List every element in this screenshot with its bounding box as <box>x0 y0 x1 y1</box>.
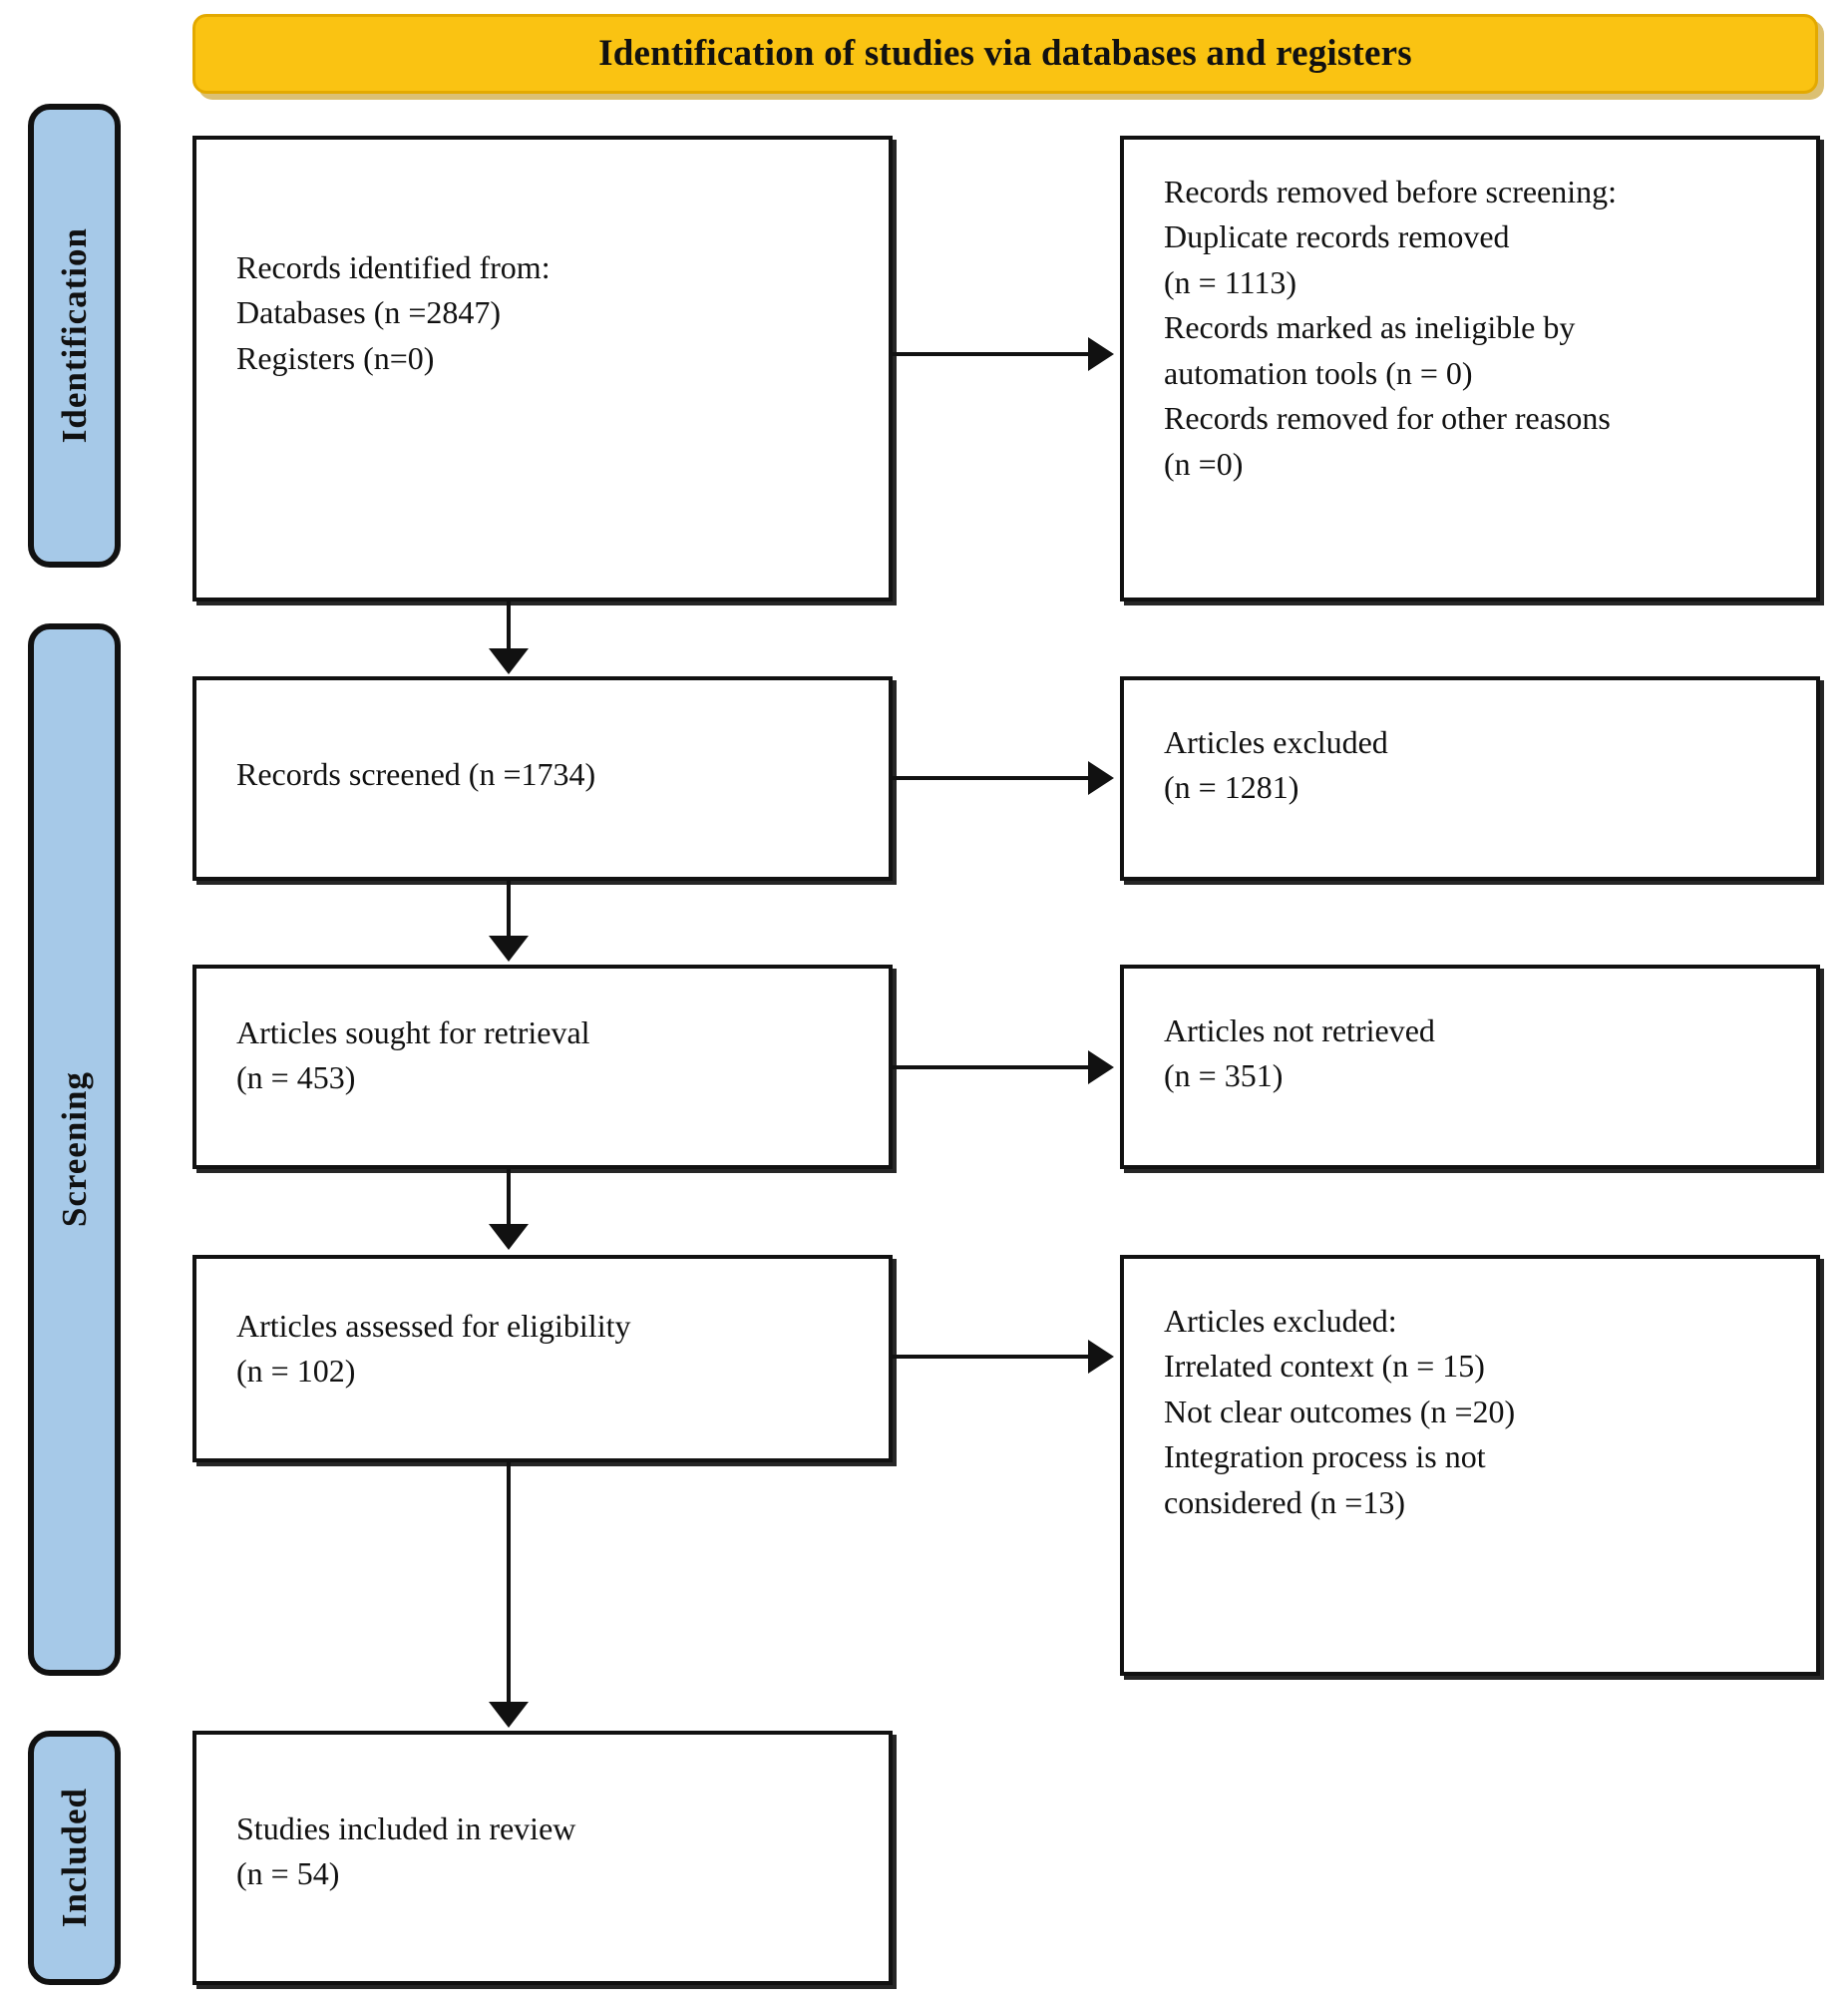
text-line: Databases (n =2847) <box>236 294 502 331</box>
stage-label-screening: Screening <box>28 623 121 1676</box>
text-line: Studies included in review <box>236 1810 576 1846</box>
node-records-identified-text: Records identified from: Databases (n =28… <box>236 245 871 381</box>
stage-label-included-text: Included <box>54 1788 94 1928</box>
text-line: Duplicate records removed <box>1164 218 1510 255</box>
stage-label-screening-text: Screening <box>54 1071 94 1228</box>
node-articles-not-retrieved: Articles not retrieved (n = 351) <box>1120 965 1820 1169</box>
text-line: Registers (n=0) <box>236 339 435 376</box>
node-articles-sought-for-retrieval: Articles sought for retrieval (n = 453) <box>192 965 893 1169</box>
connector-assessed-to-excluded <box>893 1355 1092 1359</box>
node-records-screened-text: Records screened (n =1734) <box>236 752 871 797</box>
arrow-down-icon <box>489 936 529 962</box>
connector-identified-to-screened <box>507 601 511 651</box>
page-title: Identification of studies via databases … <box>598 32 1412 74</box>
connector-screened-to-excluded <box>893 776 1092 780</box>
text-line: Articles excluded: <box>1164 1303 1397 1339</box>
text-line: Articles sought for retrieval <box>236 1014 590 1050</box>
arrow-down-icon <box>489 1224 529 1250</box>
node-articles-not-retrieved-text: Articles not retrieved (n = 351) <box>1164 1008 1798 1099</box>
node-articles-assessed-text: Articles assessed for eligibility (n = 10… <box>236 1304 871 1395</box>
node-articles-assessed-for-eligibility: Articles assessed for eligibility (n = 10… <box>192 1255 893 1462</box>
node-articles-excluded-eligibility-text: Articles excluded: Irrelated context (n =… <box>1164 1299 1798 1525</box>
text-line: Articles assessed for eligibility <box>236 1308 631 1344</box>
stage-label-identification-text: Identification <box>54 227 94 444</box>
node-records-screened: Records screened (n =1734) <box>192 676 893 881</box>
node-records-identified: Records identified from: Databases (n =28… <box>192 136 893 601</box>
arrow-down-icon <box>489 648 529 674</box>
connector-assessed-to-included <box>507 1462 511 1705</box>
text-line: Records identified from: <box>236 249 551 285</box>
text-line: Integration process is not <box>1164 1438 1486 1475</box>
text-line: automation tools (n = 0) <box>1164 354 1473 391</box>
arrow-down-icon <box>489 1702 529 1728</box>
connector-identified-to-removed <box>893 352 1092 356</box>
arrow-right-icon <box>1088 1050 1114 1084</box>
connector-sought-to-notretrieved <box>893 1065 1092 1069</box>
connector-sought-to-assessed <box>507 1169 511 1227</box>
diagram-header-banner: Identification of studies via databases … <box>192 14 1818 94</box>
text-line: (n = 54) <box>236 1855 340 1892</box>
stage-label-identification: Identification <box>28 104 121 568</box>
stage-label-included: Included <box>28 1731 121 1985</box>
text-line: Not clear outcomes (n =20) <box>1164 1393 1516 1429</box>
node-records-removed-before-screening: Records removed before screening: Duplica… <box>1120 136 1820 601</box>
node-articles-sought-text: Articles sought for retrieval (n = 453) <box>236 1010 871 1101</box>
node-articles-excluded-eligibility: Articles excluded: Irrelated context (n =… <box>1120 1255 1820 1676</box>
text-line: Records removed for other reasons <box>1164 400 1611 437</box>
node-records-removed-text: Records removed before screening: Duplica… <box>1164 170 1798 487</box>
node-studies-included-text: Studies included in review (n = 54) <box>236 1806 871 1897</box>
text-line: Articles not retrieved <box>1164 1012 1435 1048</box>
text-line: Irrelated context (n = 15) <box>1164 1348 1485 1385</box>
text-line: Records marked as ineligible by <box>1164 309 1576 346</box>
text-line: Records removed before screening: <box>1164 174 1618 209</box>
node-articles-excluded-screening-text: Articles excluded (n = 1281) <box>1164 720 1798 811</box>
text-line: (n = 1113) <box>1164 263 1296 300</box>
text-line: (n = 351) <box>1164 1057 1284 1094</box>
text-line: (n = 102) <box>236 1353 356 1390</box>
arrow-right-icon <box>1088 337 1114 371</box>
text-line: (n = 1281) <box>1164 769 1299 806</box>
text-line: Records screened (n =1734) <box>236 756 596 792</box>
node-studies-included-in-review: Studies included in review (n = 54) <box>192 1731 893 1985</box>
arrow-right-icon <box>1088 761 1114 795</box>
text-line: (n = 453) <box>236 1059 356 1096</box>
node-articles-excluded-screening: Articles excluded (n = 1281) <box>1120 676 1820 881</box>
text-line: Articles excluded <box>1164 724 1388 760</box>
text-line: considered (n =13) <box>1164 1483 1405 1520</box>
text-line: (n =0) <box>1164 445 1244 482</box>
connector-screened-to-sought <box>507 881 511 939</box>
arrow-right-icon <box>1088 1340 1114 1374</box>
